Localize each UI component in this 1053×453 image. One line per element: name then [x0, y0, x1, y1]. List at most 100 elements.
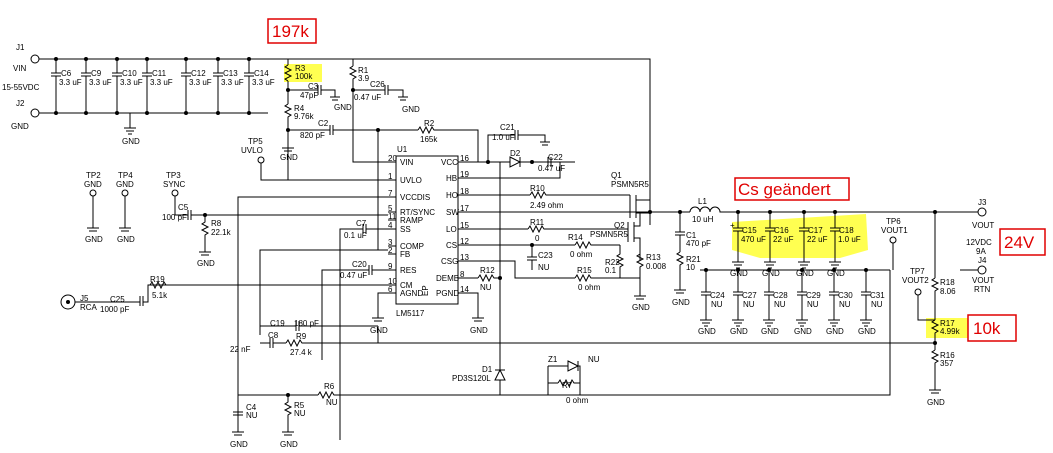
r3-ref: R3 [295, 64, 306, 73]
ic-pin-name: VCC [441, 158, 458, 167]
gnd-symbol [732, 254, 744, 269]
connector-j1 [30, 54, 40, 64]
ic-pin-number: 16 [460, 154, 469, 163]
input-capacitor [142, 59, 152, 113]
r2-ref: R2 [424, 119, 435, 128]
input-cap-value: 3.3 uF [59, 78, 82, 87]
c1-value: 470 pF [686, 239, 711, 248]
d1-value: PD3S120L [452, 374, 491, 383]
j2-ref: J2 [16, 99, 25, 108]
highlight-output-caps [732, 214, 868, 258]
output-capacitor-nu [797, 270, 807, 312]
u1-ref: U1 [397, 145, 408, 154]
c8-value: 22 nF [230, 345, 251, 354]
output-cap-nu-ref: C30 [838, 291, 853, 300]
r10-value: 2.49 ohm [530, 201, 564, 210]
connector-j3 [977, 207, 987, 217]
testpoint-tp6 [889, 236, 897, 244]
r8-ref: R8 [211, 219, 222, 228]
ic-pin-name: SW [446, 208, 459, 217]
svg-text:GND: GND [730, 327, 748, 336]
ic-right-pins: 16VCC19HB18HO17SW15LO12CS13CSG8DEMB14PGN… [436, 154, 469, 298]
ic-pin-name: HO [446, 191, 458, 200]
gnd-symbol [828, 312, 840, 327]
output-cap-nu-value: NU [711, 300, 723, 309]
r17-ref: R17 [940, 319, 955, 328]
l1-ref: L1 [698, 197, 707, 206]
r4-ref: R4 [294, 104, 305, 113]
svg-text:GND: GND [796, 269, 814, 278]
l1-value: 10 uH [692, 215, 714, 224]
c23-value: NU [538, 263, 550, 272]
c19-ref: C19 [270, 319, 285, 328]
ic-pin-number: 14 [460, 285, 469, 294]
r2-value: 165k [420, 135, 438, 144]
r15-ref: R15 [577, 266, 592, 275]
resistor-r11 [527, 224, 628, 234]
output-capacitor [733, 212, 743, 254]
j4-net2: RTN [974, 285, 991, 294]
r18-value: 8.06 [940, 287, 956, 296]
u1-name: LM5117 [396, 309, 425, 318]
ic-pin-number: 15 [460, 221, 469, 230]
tp2-net: GND [84, 180, 102, 189]
r6-value: NU [326, 398, 338, 407]
r19-ref: R19 [150, 275, 165, 284]
resistor-r3 [283, 64, 293, 82]
output-cap-nu-value: NU [743, 300, 755, 309]
r19-value: 5.1k [152, 291, 168, 300]
output-capacitor-nu [733, 270, 743, 312]
r6-ref: R6 [324, 382, 335, 391]
r13-value: 0.008 [646, 262, 667, 271]
svg-text:GND: GND [827, 269, 845, 278]
input-capacitor [244, 59, 254, 113]
input-capacitor [213, 59, 223, 113]
svg-text:GND: GND [632, 303, 650, 312]
output-capacitor-nu [829, 270, 839, 312]
input-cap-value: 3.3 uF [120, 78, 143, 87]
testpoint-tp5 [257, 156, 265, 164]
resistor-r4 [283, 103, 293, 128]
tp5-net: UVLO [241, 146, 263, 155]
ic-pin-name: CSG [441, 257, 458, 266]
r14-value: 0 ohm [570, 250, 593, 259]
r10-ref: R10 [530, 184, 545, 193]
ic-pin-number: 7 [388, 189, 393, 198]
tp4-net: GND [116, 180, 134, 189]
q2-value: PSMN5R5 [590, 230, 628, 239]
input-cap-ref: C11 [152, 69, 167, 78]
gnd-symbol [700, 312, 712, 327]
j3-ref: J3 [978, 198, 987, 207]
r15-value: 0 ohm [578, 283, 601, 292]
output-cap-nu-ref: C29 [806, 291, 821, 300]
gnd-symbol [764, 254, 776, 269]
j3-note2: 9A [976, 247, 986, 256]
resistor-r9 [285, 326, 379, 348]
input-cap-value: 3.3 uF [89, 78, 112, 87]
resistor-r14 [574, 240, 620, 250]
r1-ref: R1 [358, 66, 369, 75]
resistor-r10 [529, 190, 630, 200]
resistor-r19 [149, 280, 167, 290]
ic-pin-number: 12 [460, 237, 469, 246]
annotation-197k: 197k [272, 22, 309, 41]
mosfet-q2 [627, 212, 641, 260]
output-capacitor-nu [701, 270, 711, 312]
svg-text:GND: GND [826, 327, 844, 336]
resistor-r16 [929, 349, 941, 394]
output-cap-value: 470 uF [741, 235, 766, 244]
ic-pin-name: RES [400, 266, 416, 275]
svg-text:GND: GND [117, 235, 135, 244]
ic-pin-number: 6 [388, 285, 393, 294]
ic-pin-name: COMP [400, 242, 424, 251]
tp5-ref: TP5 [248, 137, 263, 146]
annotation-box-24v [999, 228, 1046, 256]
inductor-l1 [689, 206, 938, 213]
output-cap-nu-ref: C28 [773, 291, 788, 300]
svg-text:GND: GND [230, 440, 248, 449]
input-cap-ref: C14 [254, 69, 269, 78]
resistor-r13 [634, 253, 646, 300]
svg-text:GND: GND [370, 326, 388, 335]
c19-value: 180 pF [294, 319, 319, 328]
testpoint-tp4 [121, 189, 129, 197]
